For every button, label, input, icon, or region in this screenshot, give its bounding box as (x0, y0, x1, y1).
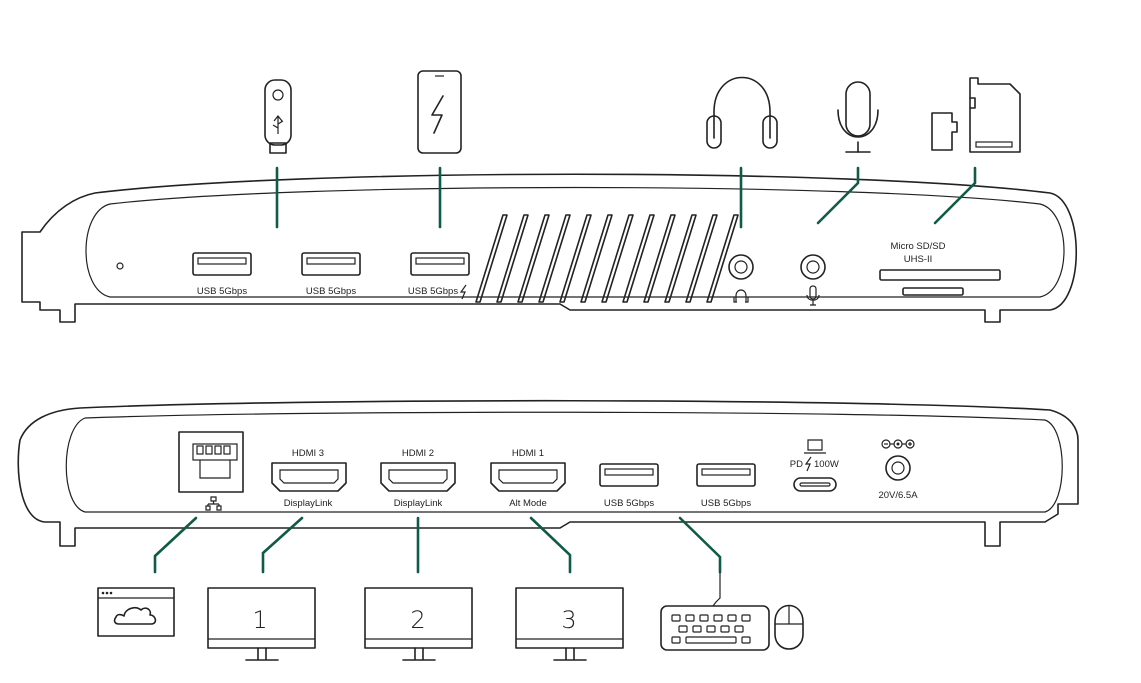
microphone-icon (806, 285, 820, 306)
monitor-2-number: 2 (410, 606, 425, 634)
hdmi-2-label: HDMI 2 (402, 448, 434, 459)
smartphone (417, 70, 462, 154)
monitor-3: 3 (515, 587, 624, 661)
hdmi-2-port: HDMI 2 DisplayLink (380, 448, 456, 509)
hdmi-3-port: HDMI 3 DisplayLink (271, 448, 347, 509)
laptop-icon (804, 439, 826, 454)
rear-connectors (153, 516, 722, 574)
monitor-3-number: 3 (561, 606, 576, 634)
rear-usb-port-2: USB 5Gbps (696, 463, 756, 509)
usb-c-pd-port: PD 100W (790, 439, 839, 492)
hdmi-3-label: HDMI 3 (292, 448, 324, 459)
headphones-icon (733, 289, 749, 303)
headphones (706, 76, 778, 149)
front-usb-label-2: USB 5Gbps (306, 286, 356, 297)
keyboard (660, 572, 770, 651)
microphone-jack (800, 254, 826, 306)
micro-sd-slot (902, 287, 964, 296)
dc-rating-label: 20V/6.5A (878, 490, 918, 501)
front-usb-port-1: USB 5Gbps (192, 252, 252, 297)
headphone-jack (728, 254, 754, 303)
hdmi-1-sub-label: Alt Mode (509, 498, 547, 509)
hdmi-3-sub-label: DisplayLink (284, 498, 333, 509)
rear-usb-label-1: USB 5Gbps (604, 498, 654, 509)
rear-usb-port-1: USB 5Gbps (599, 463, 659, 509)
front-usb-label-1: USB 5Gbps (197, 286, 247, 297)
front-vents (475, 214, 739, 303)
front-usb-port-2: USB 5Gbps (301, 252, 361, 297)
front-device-body (21, 173, 1078, 323)
pd-label: PD (790, 459, 803, 470)
microphone (837, 81, 879, 153)
rear-device-body (17, 399, 1079, 547)
lightning-icon (459, 284, 467, 300)
front-usb-port-3: USB 5Gbps (408, 252, 470, 300)
monitor-1-number: 1 (252, 606, 267, 634)
hdmi-2-sub-label: DisplayLink (394, 498, 443, 509)
network-icon (205, 496, 222, 511)
memory-cards (931, 77, 1021, 153)
dc-polarity-icon (881, 439, 915, 449)
rear-usb-label-2: USB 5Gbps (701, 498, 751, 509)
network-cloud-window (97, 587, 175, 637)
ethernet-port (178, 431, 244, 511)
monitor-2: 2 (364, 587, 473, 661)
dc-power-input: 20V/6.5A (878, 439, 918, 501)
hdmi-1-port: HDMI 1 Alt Mode (490, 448, 566, 509)
mouse (774, 604, 804, 650)
usb-flash-drive (264, 79, 292, 154)
power-led (116, 262, 124, 270)
hdmi-1-label: HDMI 1 (512, 448, 544, 459)
card-reader-label-1: Micro SD/SD (891, 241, 946, 252)
monitor-1: 1 (207, 587, 316, 661)
front-connectors (275, 166, 977, 229)
card-reader: Micro SD/SD UHS-II (879, 241, 1001, 296)
front-usb-label-3: USB 5Gbps (408, 286, 458, 297)
lightning-icon (804, 456, 812, 472)
sd-slot (879, 269, 1001, 281)
pd-power-label: 100W (814, 459, 839, 470)
card-reader-label-2: UHS-II (904, 254, 933, 265)
